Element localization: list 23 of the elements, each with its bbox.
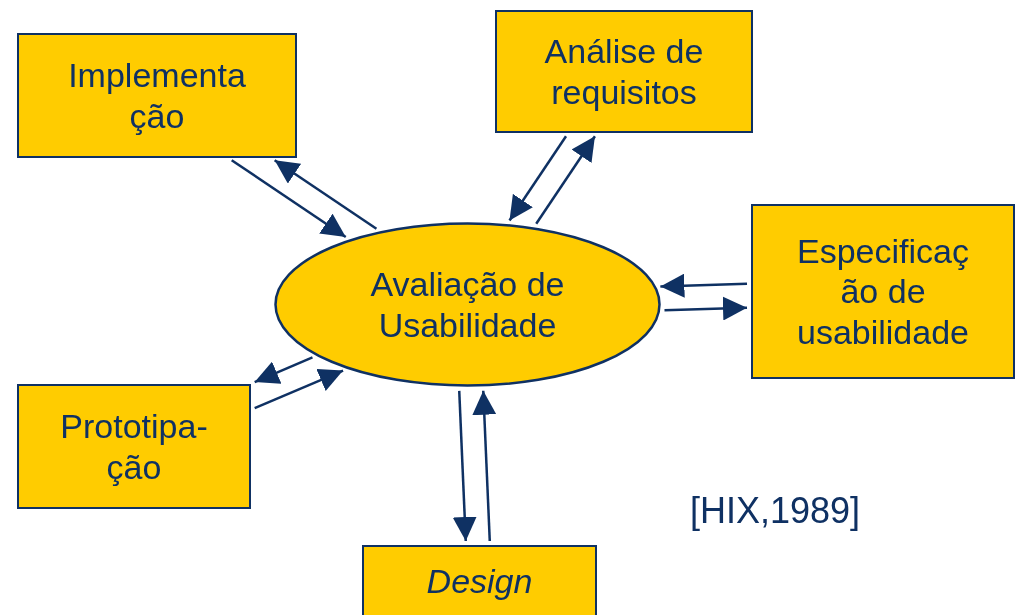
node-label: Implementa ção [67, 55, 247, 136]
process-box [17, 384, 251, 509]
arrow [472, 390, 497, 542]
arrow [254, 368, 344, 410]
arrow [508, 135, 568, 222]
arrow [254, 356, 313, 384]
node-label: Prototipa- ção [59, 406, 209, 487]
arrow [535, 135, 596, 225]
process-box [17, 33, 297, 158]
arrow [452, 390, 477, 542]
node-label: Design [425, 560, 534, 602]
arrow [273, 159, 378, 230]
process-box [362, 545, 597, 615]
arrow [660, 273, 748, 298]
node-label: Especificaç ão de usabilidade [796, 231, 970, 352]
ellipse-node [274, 222, 661, 387]
node-label: Análise de requisitos [543, 31, 705, 112]
arrow [664, 296, 748, 321]
arrow [231, 159, 347, 239]
node-label: Avaliação de Usabilidade [369, 264, 566, 345]
citation: [HIX,1989] [690, 490, 861, 532]
process-box [751, 204, 1015, 379]
process-box [495, 10, 753, 133]
